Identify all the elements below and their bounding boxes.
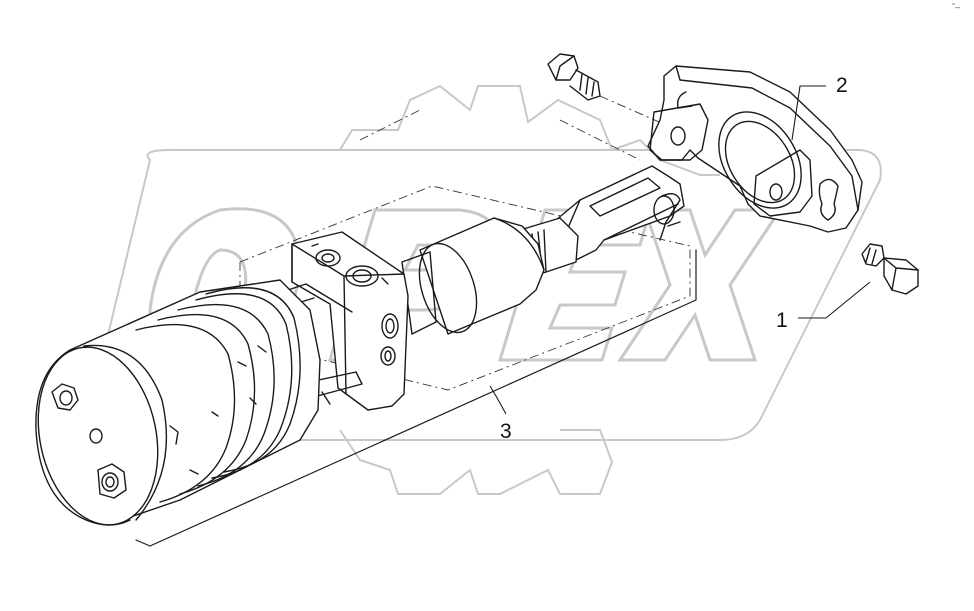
bracket-left-hole [670, 126, 686, 146]
assembly-baseline [149, 249, 697, 547]
leader-3 [489, 385, 507, 415]
bracket-right-hole [769, 183, 783, 201]
callout-label-3: 3 [500, 420, 512, 443]
valve-port-top-1 [315, 249, 341, 267]
bolt-lower [861, 243, 919, 295]
end-cap-nut-lower [97, 463, 127, 499]
leader-2 [791, 85, 826, 141]
bolt-upper [547, 53, 601, 101]
bracket-center-hole [718, 111, 802, 209]
callout-leaders [489, 85, 871, 415]
bracket-right-lug [753, 149, 813, 217]
leader-1 [798, 281, 871, 319]
cylinder-barrel [401, 217, 545, 335]
bracket-left-lug [649, 103, 709, 161]
callout-label-1: 1 [776, 309, 788, 332]
valve-port-top-2 [345, 265, 379, 287]
clevis-cotter-pin [659, 193, 681, 241]
end-cap-center-hole [89, 428, 103, 444]
valve-port-side-1 [381, 313, 399, 339]
valve-port-side-2 [380, 346, 396, 366]
bracket-keyhole-slot [818, 178, 839, 221]
end-cap [35, 344, 168, 526]
corner-mark: ˜– [951, 2, 960, 12]
callout-label-2: 2 [836, 74, 848, 97]
end-cap-nut-upper [51, 383, 79, 411]
mounting-bracket [647, 65, 863, 233]
